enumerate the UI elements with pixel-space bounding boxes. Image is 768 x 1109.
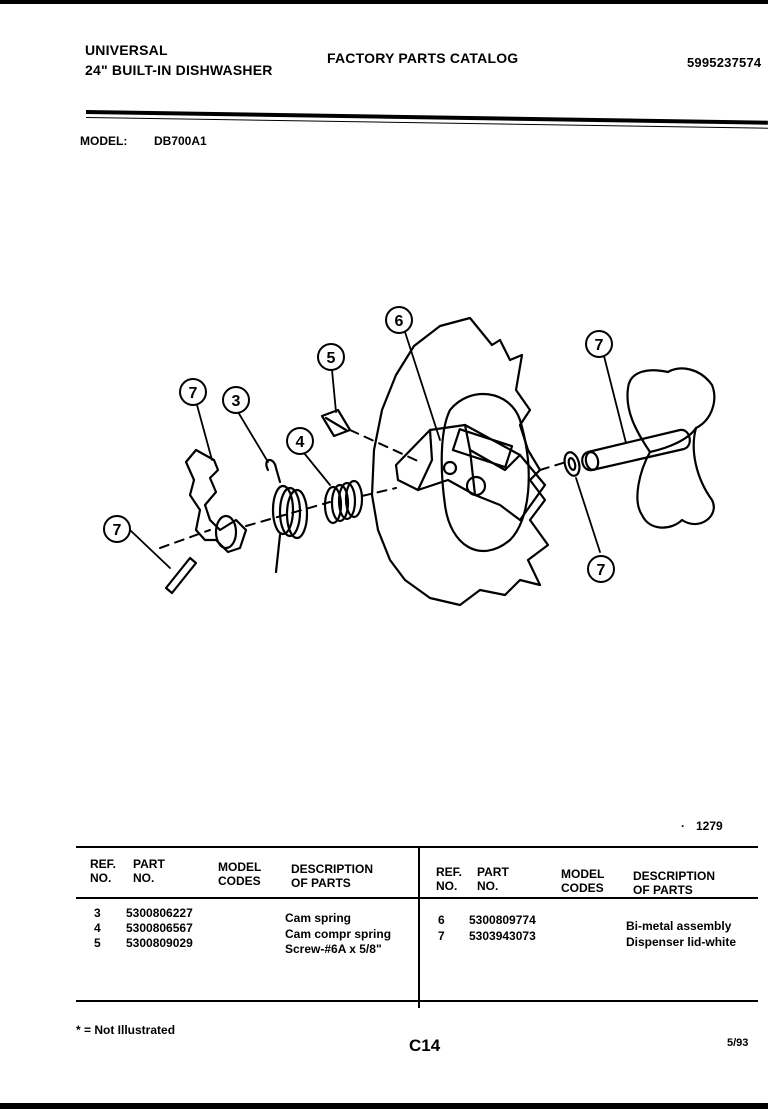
table-center-divider — [418, 847, 420, 1008]
dispenser-lid — [626, 367, 716, 529]
table-row-part: 5300809029 — [126, 936, 193, 950]
callout-3: 3 — [232, 393, 241, 410]
header-part-no-left: PART NO. — [133, 857, 165, 885]
table-row-desc: Screw-#6A x 5/8" — [285, 942, 382, 956]
catalog-number: 5995237574 — [687, 55, 762, 70]
table-header-rule — [76, 897, 758, 899]
callout-7-shaft: 7 — [595, 337, 604, 354]
product-name: 24" BUILT-IN DISHWASHER — [85, 62, 273, 78]
table-row-part: 5303943073 — [469, 929, 536, 943]
table-top-rule — [76, 846, 758, 848]
table-row-ref: 5 — [94, 936, 101, 950]
table-row-ref: 7 — [438, 929, 445, 943]
cam-spring — [265, 458, 309, 574]
table-row-ref: 3 — [94, 906, 101, 920]
model-value: DB700A1 — [154, 134, 207, 148]
table-row-desc: Cam compr spring — [285, 927, 392, 941]
table-row-ref: 4 — [94, 921, 101, 935]
header-part-no-right: PART NO. — [477, 865, 509, 893]
washer — [563, 451, 581, 477]
cam — [184, 448, 248, 554]
table-row-desc: Bi-metal assembly — [626, 919, 732, 933]
header-description-left: DESCRIPTION OF PARTS — [291, 862, 374, 890]
header-model-codes-right: MODEL CODES — [561, 867, 605, 895]
table-row-desc: Dispenser lid-white — [626, 935, 737, 949]
shaft — [581, 428, 691, 472]
table-row-desc: Cam spring — [285, 911, 352, 925]
table-row-part: 5300806567 — [126, 921, 193, 935]
callout-6: 6 — [395, 313, 404, 330]
page-code: C14 — [409, 1036, 441, 1055]
header-description-right: DESCRIPTION OF PARTS — [633, 869, 716, 897]
page-border-top — [0, 0, 768, 4]
catalog-title: FACTORY PARTS CATALOG — [327, 50, 519, 66]
figure-bullet: · — [681, 819, 685, 833]
callout-7-cam: 7 — [189, 385, 198, 402]
callout-7-pin: 7 — [113, 522, 122, 539]
bimetal-assembly — [394, 423, 547, 522]
exploded-parts-diagram: 6 5 7 3 4 7 7 7 — [103, 306, 716, 607]
figure-number: 1279 — [696, 819, 723, 833]
brand-name: UNIVERSAL — [85, 42, 168, 58]
header-ref-no-left: REF. NO. — [90, 857, 117, 885]
catalog-date: 5/93 — [727, 1037, 749, 1049]
table-row-ref: 6 — [438, 913, 445, 927]
callout-5: 5 — [327, 350, 336, 367]
not-illustrated-note: * = Not Illustrated — [76, 1023, 176, 1037]
page-border-bottom — [0, 1103, 768, 1109]
pin — [164, 556, 198, 595]
callout-4: 4 — [296, 434, 305, 451]
table-row-part: 5300809774 — [469, 913, 536, 927]
panel-inner-disc — [440, 392, 530, 553]
table-bottom-rule — [76, 1000, 758, 1002]
callout-7-washer: 7 — [597, 562, 606, 579]
table-row-part: 5300806227 — [126, 906, 193, 920]
cam-compression-spring — [323, 479, 364, 525]
dispenser-panel — [370, 316, 550, 607]
header-ref-no-right: REF. NO. — [436, 865, 463, 893]
header-model-codes-left: MODEL CODES — [218, 860, 262, 888]
model-label: MODEL: — [80, 134, 128, 148]
